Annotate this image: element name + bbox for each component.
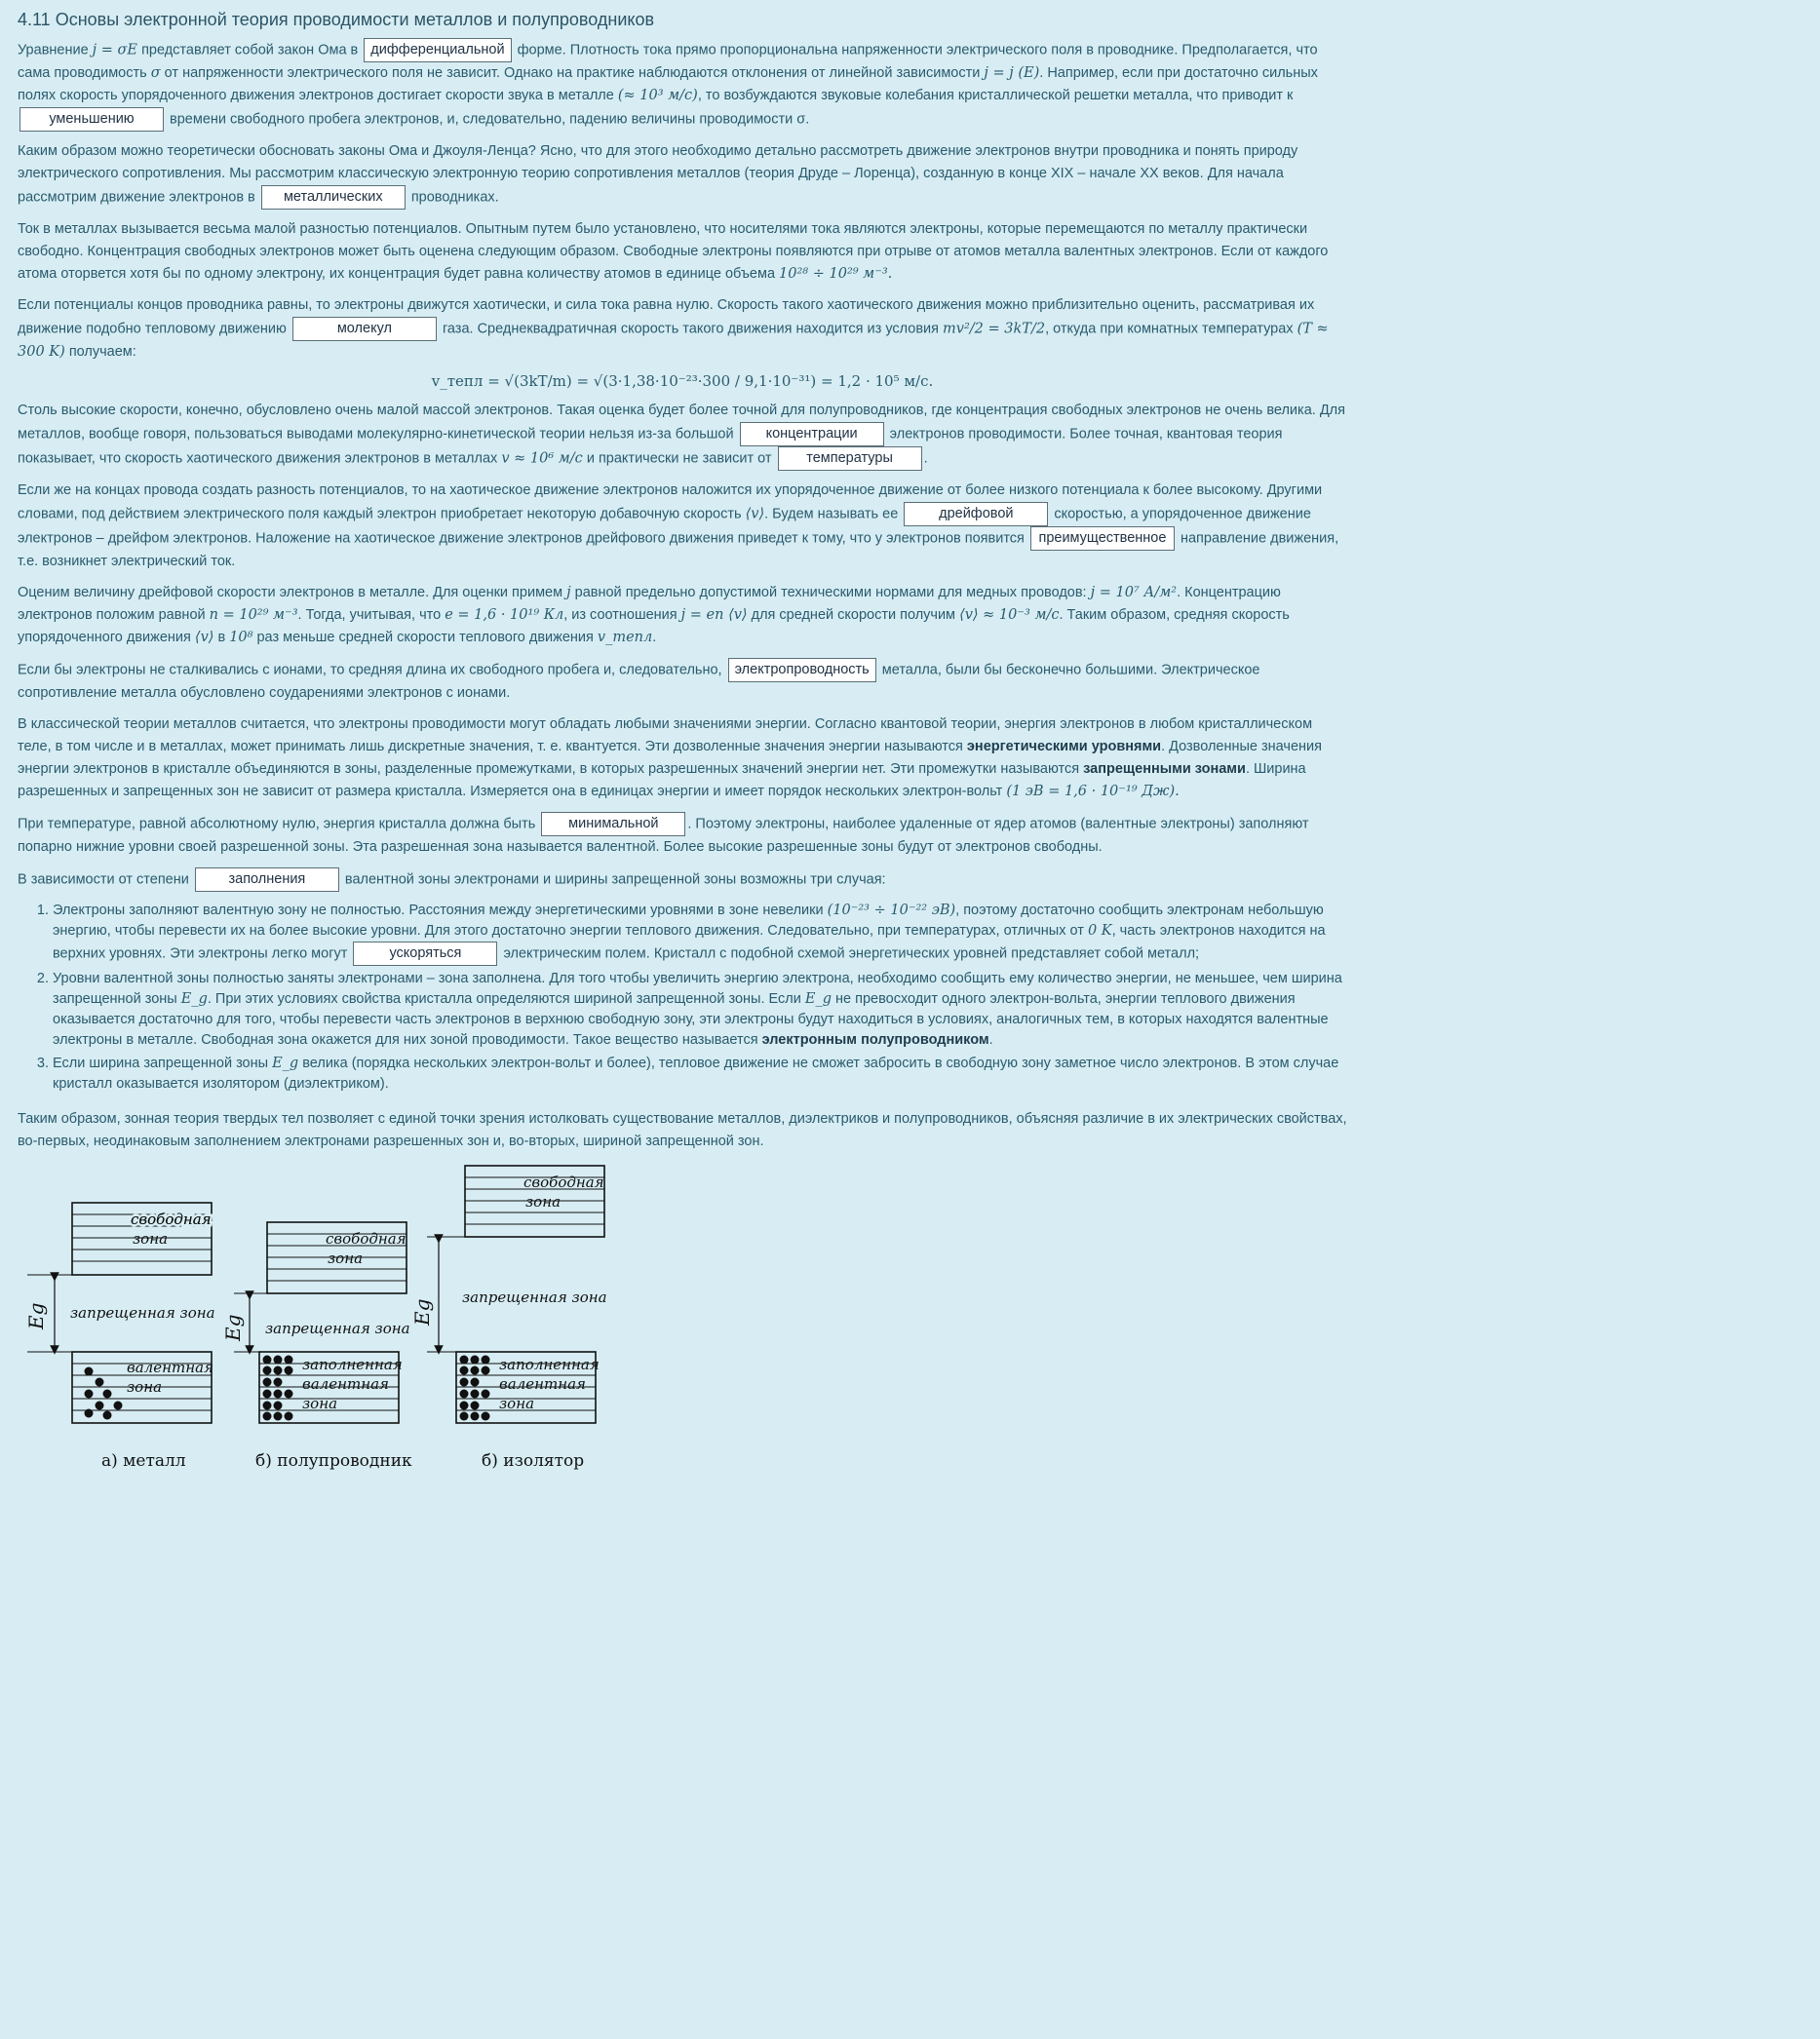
list-item: Электроны заполняют валентную зону не по… <box>53 901 1347 966</box>
paragraph-drude: Каким образом можно теоретически обоснов… <box>18 140 1347 210</box>
page-content: 4.11 Основы электронной теория проводимо… <box>0 0 1365 1493</box>
svg-text:заполненная: заполненная <box>302 1356 403 1373</box>
answer-field-conductivity[interactable]: электропроводность <box>727 658 876 682</box>
paragraph-cases-intro: В зависимости от степени заполнения вале… <box>18 867 1347 892</box>
paragraph-quantum: Столь высокие скорости, конечно, обуслов… <box>18 400 1347 471</box>
answer-field-filling[interactable]: заполнения <box>194 867 339 892</box>
svg-text:валентная: валентная <box>499 1375 586 1393</box>
answer-field-molecules[interactable]: молекул <box>291 317 437 341</box>
thermal-velocity-formula: v_тепл = √(3kT/m) = √(3·1,38·10⁻²³·300 /… <box>431 372 934 390</box>
answer-field-predominant[interactable]: преимущественное <box>1029 526 1175 551</box>
paragraph-ohm: Уравнение j = σE представляет собой зако… <box>18 38 1347 132</box>
forbidden-zone-label: запрещенная зона <box>70 1304 215 1322</box>
answer-field-decrease[interactable]: уменьшению <box>19 107 164 132</box>
answer-field-accelerate[interactable]: ускоряться <box>353 942 498 966</box>
svg-text:зона: зона <box>525 1193 561 1211</box>
paragraph-drift: Если же на концах провода создать разнос… <box>18 482 1339 569</box>
svg-text:заполненная: заполненная <box>499 1356 600 1373</box>
svg-text:валентная: валентная <box>302 1375 389 1393</box>
paragraph-energy-levels: В классической теории металлов считается… <box>18 716 1323 799</box>
list-item: Если ширина запрещенной зоны E_g велика … <box>53 1054 1347 1095</box>
svg-text:Eg: Eg <box>221 1315 245 1342</box>
answer-field-metallic[interactable]: металлических <box>260 185 406 210</box>
caption-insulator: б) изолятор <box>482 1451 584 1471</box>
caption-metal: а) металл <box>101 1451 186 1471</box>
svg-text:зона: зона <box>302 1395 337 1412</box>
list-item: Уровни валентной зоны полностью заняты э… <box>53 969 1347 1051</box>
paragraph-conclusion: Таким образом, зонная теория твердых тел… <box>18 1111 1347 1149</box>
paragraph-conductivity: Если бы электроны не сталкивались с иона… <box>18 658 1347 705</box>
paragraph-thermal: Если потенциалы концов проводника равны,… <box>18 297 1329 360</box>
answer-field-drift[interactable]: дрейфовой <box>904 502 1049 526</box>
answer-field-temperature[interactable]: температуры <box>777 446 922 471</box>
caption-semiconductor: б) полупроводник <box>255 1451 412 1471</box>
paragraph-drift-estimate: Оценим величину дрейфовой скорости элект… <box>18 585 1290 645</box>
paragraph-zero-temperature: При температуре, равной абсолютному нулю… <box>18 812 1347 859</box>
eg-label: Eg <box>24 1303 48 1330</box>
svg-text:запрещенная зона: запрещенная зона <box>462 1289 607 1306</box>
answer-field-differential[interactable]: дифференциальной <box>364 38 512 62</box>
free-zone-label: свободная <box>131 1211 212 1228</box>
svg-text:свободная: свободная <box>523 1173 604 1191</box>
svg-text:зона: зона <box>133 1230 168 1248</box>
svg-text:зона: зона <box>328 1250 363 1267</box>
svg-text:запрещенная зона: запрещенная зона <box>265 1320 410 1337</box>
svg-text:свободная: свободная <box>326 1230 407 1248</box>
svg-text:зона: зона <box>499 1395 534 1412</box>
cases-list: Электроны заполняют валентную зону не по… <box>18 901 1347 1095</box>
valence-zone-label: валентная <box>127 1359 213 1376</box>
page-title: 4.11 Основы электронной теория проводимо… <box>18 10 655 29</box>
answer-field-concentration[interactable]: концентрации <box>739 422 884 446</box>
band-diagram: свободная свободная зона запрещенная зон… <box>24 1165 607 1471</box>
answer-field-minimal[interactable]: минимальной <box>541 812 686 836</box>
svg-text:Eg: Eg <box>410 1299 434 1327</box>
paragraph-concentration: Ток в металлах вызывается весьма малой р… <box>18 221 1329 282</box>
svg-text:свободная: свободная <box>131 1211 212 1228</box>
svg-text:зона: зона <box>127 1378 162 1396</box>
